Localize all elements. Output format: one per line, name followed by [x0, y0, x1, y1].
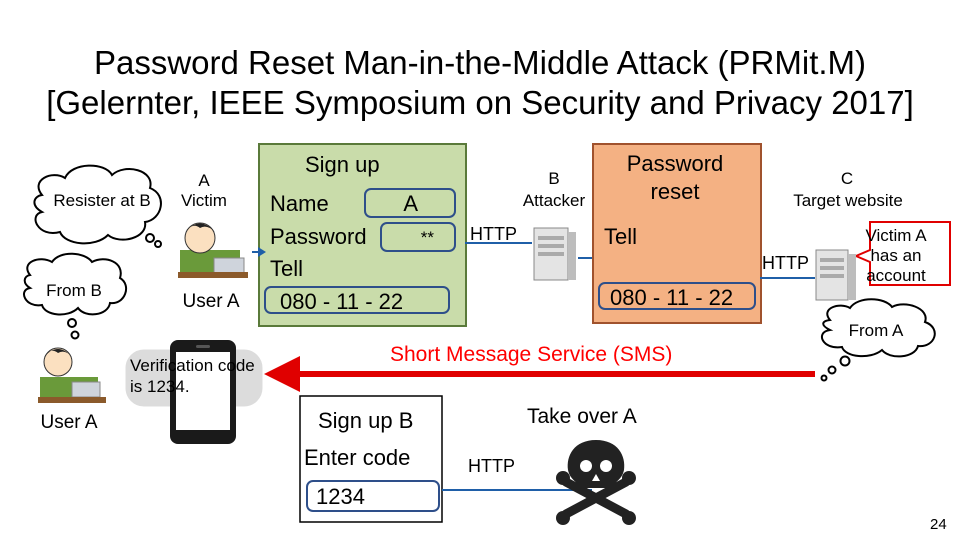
- signup-name-label: Name: [270, 191, 329, 216]
- signup-password-field: **: [380, 222, 456, 252]
- user-a-label: User A: [40, 412, 98, 433]
- callout-victim-account: [853, 221, 951, 286]
- reset-tell-label: Tell: [604, 224, 638, 249]
- link-arrowhead: [258, 247, 266, 257]
- page-number: 24: [930, 516, 947, 533]
- verification-bubble-text: Verification code is 1234.: [130, 356, 255, 396]
- connector-lines: [252, 242, 815, 279]
- from-a-bubble-text: From A: [848, 321, 904, 340]
- target-role: Target website: [793, 191, 903, 210]
- bottom-enter-code-label: Enter code: [304, 445, 411, 470]
- signup-name-value: A: [403, 191, 418, 216]
- thought-bubble-resister: [33, 164, 162, 248]
- http-label-target: HTTP: [762, 253, 809, 273]
- http-label-attacker: HTTP: [470, 224, 517, 244]
- signup-panel: [258, 143, 467, 327]
- victim-letter: A: [198, 171, 210, 190]
- victim-account-text: Victim A has an account: [865, 226, 927, 285]
- reset-tell-field: 080 - 11 - 22: [598, 282, 756, 310]
- http-label-bottom: HTTP: [468, 456, 515, 476]
- from-b-bubble-text: From B: [46, 281, 102, 300]
- skull-crossbones-icon: [556, 440, 636, 525]
- sms-label: Short Message Service (SMS): [390, 343, 673, 366]
- thought-bubble-from-a: [820, 298, 936, 382]
- user-a-person-icon: [38, 347, 106, 403]
- resister-bubble-text: Resister at B: [53, 191, 151, 210]
- attacker-server-icon: [533, 227, 576, 281]
- signup-tell-field: 080 - 11 - 22: [264, 286, 450, 314]
- thought-bubble-from-b: [23, 252, 128, 340]
- attacker-role: Attacker: [522, 191, 586, 210]
- signup-password-label: Password: [270, 224, 367, 249]
- slide-subtitle: [Gelernter, IEEE Symposium on Security a…: [46, 84, 914, 121]
- bottom-code-field: 1234: [306, 480, 440, 512]
- signup-tell-label: Tell: [270, 256, 304, 281]
- password-reset-panel: [592, 143, 762, 324]
- victim-person-icon: [178, 222, 248, 278]
- target-letter: C: [840, 169, 854, 188]
- signup-password-value: **: [420, 228, 434, 247]
- slide-title: Password Reset Man-in-the-Middle Attack …: [93, 44, 867, 81]
- bottom-signup-label: Sign up B: [318, 408, 414, 433]
- target-server-icon: [815, 249, 856, 301]
- attacker-letter: B: [548, 169, 560, 188]
- reset-heading: Password reset: [626, 151, 724, 204]
- smartphone-icon: [170, 340, 236, 444]
- victim-user-label: User A: [182, 291, 240, 312]
- victim-role: Victim: [181, 191, 227, 210]
- signup-heading: Sign up: [305, 152, 380, 177]
- signup-name-field: A: [364, 188, 456, 218]
- bottom-form-box: [299, 395, 443, 523]
- take-over-label: Take over A: [527, 405, 637, 428]
